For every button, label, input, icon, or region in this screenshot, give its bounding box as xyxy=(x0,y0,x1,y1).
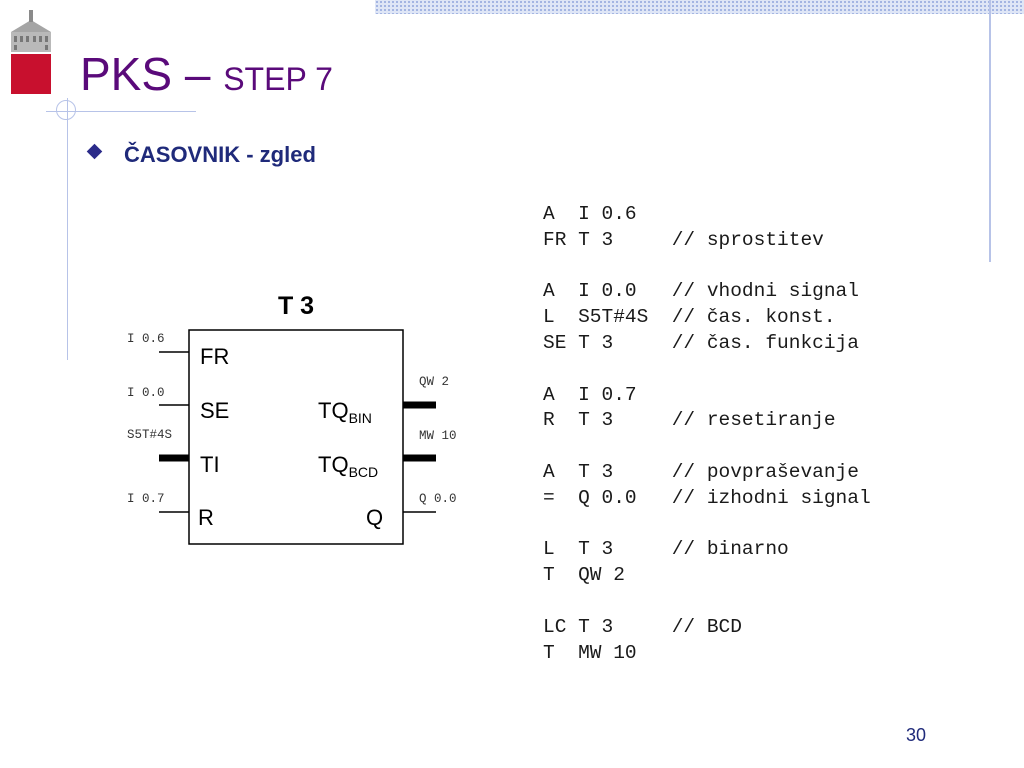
code-line: A T 3 // povpraševanje xyxy=(543,460,859,483)
code-line xyxy=(543,434,871,460)
code-line xyxy=(543,589,871,615)
university-logo xyxy=(11,10,51,94)
code-line: = Q 0.0 // izhodni signal xyxy=(543,486,871,509)
code-line: SE T 3 // čas. funkcija xyxy=(543,331,859,354)
page-number: 30 xyxy=(906,725,927,745)
pin-fr: FR xyxy=(200,344,229,369)
code-line: A I 0.0 // vhodni signal xyxy=(543,280,859,303)
pin-tqbcd-sub: BCD xyxy=(349,464,379,480)
logo-red-block xyxy=(11,54,51,94)
output-signal-tqbin: QW 2 xyxy=(419,375,449,389)
code-line xyxy=(543,254,871,280)
timer-block-box xyxy=(188,329,404,545)
code-line xyxy=(543,512,871,538)
right-vertical-rule xyxy=(989,0,991,262)
stl-code-block: A I 0.6 FR T 3 // sprostitev A I 0.0 // … xyxy=(543,202,871,666)
title-main: PKS – xyxy=(80,48,224,100)
code-line xyxy=(543,357,871,383)
page-title: PKS – STEP 7 xyxy=(80,48,333,105)
output-signal-q: Q 0.0 xyxy=(419,492,457,506)
pin-tqbin-main: TQ xyxy=(318,398,349,423)
pin-tqbin-sub: BIN xyxy=(349,410,372,426)
code-line: T MW 10 xyxy=(543,641,637,664)
slide-subtitle: ČASOVNIK - zgled xyxy=(124,142,316,167)
pin-ti: TI xyxy=(200,452,220,477)
pin-tqbcd: TQBCD xyxy=(318,452,378,480)
code-line: A I 0.7 xyxy=(543,383,637,406)
header-dot-pattern xyxy=(375,0,1024,14)
input-signal-fr: I 0.6 xyxy=(127,332,165,346)
title-horizontal-rule xyxy=(46,111,196,112)
building-icon xyxy=(11,10,51,52)
input-signal-r: I 0.7 xyxy=(127,492,165,506)
code-line: A I 0.6 xyxy=(543,203,637,225)
pin-se: SE xyxy=(200,398,229,423)
crosshair-circle-icon xyxy=(56,100,76,120)
code-line: L S5T#4S // čas. konst. xyxy=(543,306,836,329)
code-line: R T 3 // resetiranje xyxy=(543,409,836,432)
code-line: FR T 3 // sprostitev xyxy=(543,228,824,251)
input-signal-ti: S5T#4S xyxy=(127,428,172,442)
output-signal-tqbcd: MW 10 xyxy=(419,429,457,443)
timer-name: T 3 xyxy=(278,292,314,320)
pin-tqbcd-main: TQ xyxy=(318,452,349,477)
pin-tqbin: TQBIN xyxy=(318,398,372,426)
title-sub: STEP 7 xyxy=(223,61,333,97)
input-signal-se: I 0.0 xyxy=(127,386,165,400)
code-line: T QW 2 xyxy=(543,564,625,587)
pin-q: Q xyxy=(366,505,383,530)
code-line: LC T 3 // BCD xyxy=(543,615,742,638)
left-vertical-rule xyxy=(67,98,68,360)
pin-r: R xyxy=(198,505,214,530)
code-line: L T 3 // binarno xyxy=(543,538,789,561)
